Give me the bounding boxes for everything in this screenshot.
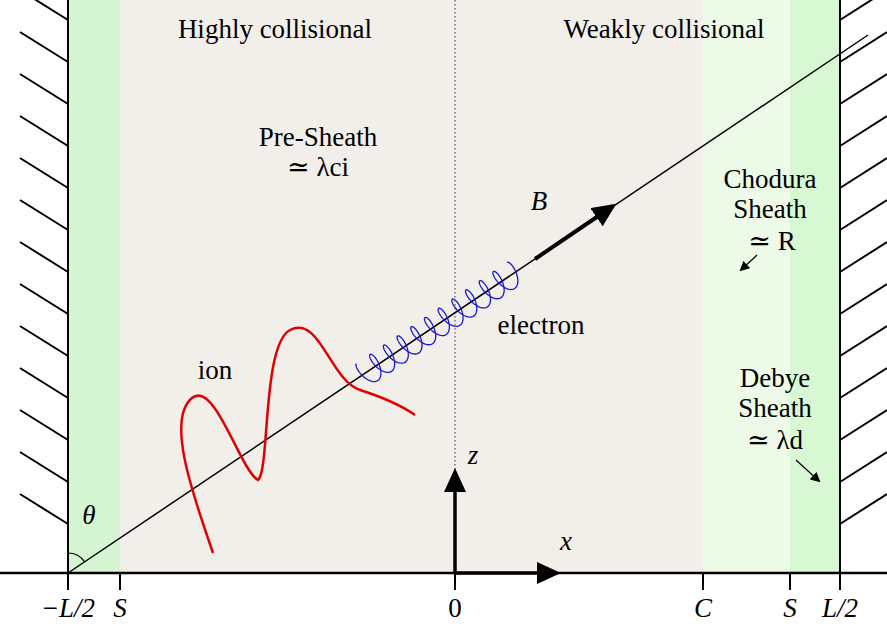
region-title: Weakly collisional: [563, 14, 764, 44]
tick-label: S: [783, 593, 797, 623]
axis-ticks: [68, 573, 840, 590]
tick-label: L/2: [822, 593, 858, 623]
tick-label: C: [694, 593, 712, 623]
sheath-name: Chodura Sheath: [710, 164, 830, 224]
sheath-name: Debye Sheath: [715, 363, 835, 423]
debye-band-left: [68, 0, 120, 573]
wall-hatching: [20, 0, 887, 573]
scale-label: ≃ R: [748, 226, 795, 256]
scale-label: ≃ λd: [747, 425, 803, 455]
tick-label: −L/2: [41, 593, 95, 623]
chodura-leader: [741, 255, 757, 270]
scale-label: ≃ λci: [287, 152, 349, 182]
field-line: [68, 35, 868, 573]
angle-label: θ: [82, 500, 95, 530]
sheath-name: Pre-Sheath: [259, 122, 377, 152]
z-arrow: [453, 472, 457, 573]
presheath-region: [120, 0, 703, 573]
ion-orbit: [181, 328, 415, 553]
midline: [454, 0, 455, 573]
particle-label: electron: [498, 310, 585, 340]
tick-label: S: [113, 593, 127, 623]
debye-leader: [796, 460, 819, 481]
particle-label: ion: [198, 355, 233, 385]
region-title: Highly collisional: [178, 14, 372, 44]
field-label: B: [531, 186, 548, 216]
axis-label: z: [468, 440, 479, 470]
debye-band-right: [790, 0, 840, 573]
angle-arc: [68, 553, 85, 562]
x-axis: [0, 572, 887, 575]
x-arrow: [455, 571, 557, 575]
tick-label: 0: [448, 593, 462, 623]
axis-label: x: [560, 526, 572, 556]
chodura-band: [703, 0, 790, 573]
